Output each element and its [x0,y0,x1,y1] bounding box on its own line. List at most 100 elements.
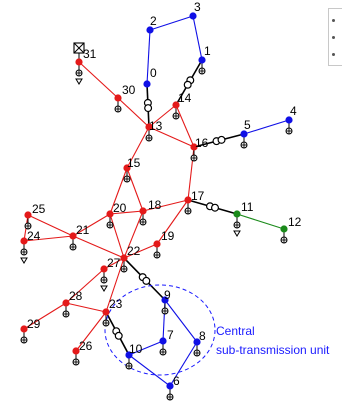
load-layer [20,42,293,401]
bus-node-0 [143,80,151,88]
load-icon-17 [184,203,192,215]
edge-28-29 [23,302,67,330]
load-icon-28 [62,306,70,318]
load-icon-30 [114,101,122,113]
load-icon-16 [190,150,198,162]
bus-node-3 [189,12,197,20]
bus-node-18 [139,207,147,215]
bus-label-26: 26 [79,339,93,353]
edge-20-21 [72,213,111,237]
edge-7-10 [128,340,164,356]
edge-18-17 [142,199,189,212]
bus-label-28: 28 [69,289,83,303]
legend-box [328,8,342,66]
bus-node-1 [198,56,206,64]
generator-icon-24 [20,257,28,264]
transformer-icon-17-11 [206,202,219,212]
bus-label-21: 21 [76,223,90,237]
edge-20-22 [109,213,125,259]
load-icon-31 [75,65,83,77]
edge-22-23 [105,257,125,313]
bus-label-6: 6 [173,374,180,388]
bus-label-29: 29 [27,317,41,331]
load-icon-15 [123,171,131,183]
bus-label-0: 0 [150,66,157,80]
edge-14-13 [148,104,177,128]
bus-label-19: 19 [161,229,175,243]
edge-3-1 [192,15,203,61]
edge-30-31 [78,61,119,99]
bus-label-1: 1 [204,44,211,58]
bus-node-29 [20,325,28,333]
bus-node-25 [24,211,32,219]
bus-node-30 [114,94,122,102]
node-layer [20,12,293,390]
edge-28-23 [65,302,107,313]
generator-icon-27 [100,285,108,292]
bus-node-31 [75,58,83,66]
bus-node-4 [285,116,293,124]
bus-node-26 [72,347,80,355]
edge-15-18 [126,167,144,212]
load-icon-22 [120,261,128,273]
bus-label-22: 22 [127,244,141,258]
bus-label-25: 25 [32,202,46,216]
edge-22-27 [103,257,125,270]
load-icon-6 [166,389,174,401]
load-icon-13 [145,130,153,142]
bus-label-16: 16 [195,136,209,150]
bus-node-27 [100,265,108,273]
edges-layer [23,15,290,387]
transformer-icon-22-9 [138,273,151,285]
bus-label-14: 14 [178,91,192,105]
transformer-icon-0-13 [143,98,153,113]
legend-marker-1 [332,19,335,22]
annotation-line-1: Central [216,324,255,338]
load-icon-10 [125,358,133,370]
load-icon-11 [233,217,241,229]
bus-node-19 [153,240,161,248]
load-icon-18 [139,214,147,226]
bus-label-12: 12 [288,215,302,229]
bus-node-8 [193,338,201,346]
edge-23-26 [75,311,107,352]
load-icon-29 [20,332,28,344]
edge-18-22 [123,210,144,259]
bus-node-24 [20,237,28,245]
bus-label-10: 10 [129,342,143,356]
bus-node-6 [166,382,174,390]
edge-0-2 [146,29,151,85]
load-icon-21 [69,239,77,251]
load-icon-4 [285,123,293,135]
load-icon-9 [161,303,169,315]
load-icon-5 [240,137,248,149]
edge-30-13 [117,97,150,128]
bus-label-15: 15 [127,156,141,170]
bus-node-21 [69,232,77,240]
generator-icon-11 [233,230,241,237]
load-icon-27 [100,272,108,284]
bus-node-17 [184,196,192,204]
bus-label-9: 9 [164,288,171,302]
bus-node-12 [280,225,288,233]
bus-label-23: 23 [109,297,123,311]
transformer-icon-1-14 [183,76,195,89]
load-icon-12 [280,232,288,244]
bus-node-14 [172,101,180,109]
load-icon-19 [153,247,161,259]
bus-label-20: 20 [113,201,127,215]
transformer-layer [112,76,226,340]
generator-icon-31 [75,78,83,85]
bus-label-31: 31 [83,47,97,61]
edge-11-12 [236,213,285,230]
central-sub-transmission-region [104,284,216,376]
edge-5-4 [243,119,290,135]
bus-label-18: 18 [148,198,162,212]
bus-label-8: 8 [199,329,206,343]
edge-20-18 [109,210,144,215]
edge-13-15 [126,126,150,169]
bus-label-13: 13 [149,119,163,133]
load-icon-23 [102,315,110,327]
edge-13-16 [148,126,195,148]
